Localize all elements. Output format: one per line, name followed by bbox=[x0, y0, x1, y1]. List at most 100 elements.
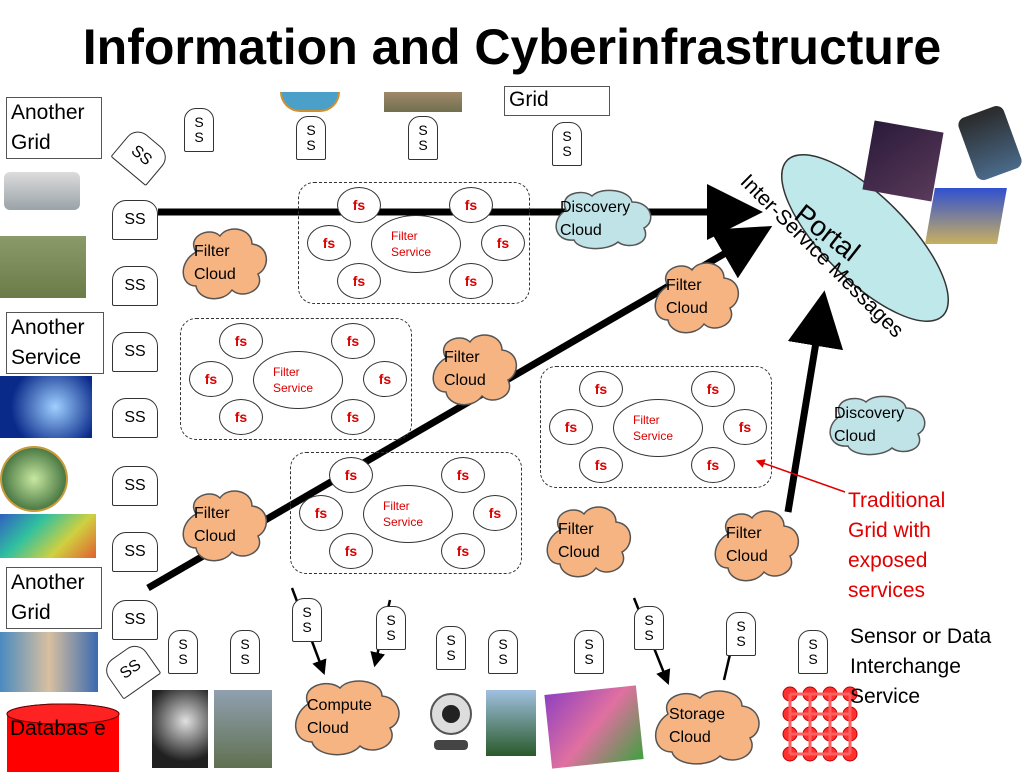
cloud-shape-icon bbox=[654, 262, 739, 334]
grass-field-image bbox=[0, 236, 86, 298]
another-grid-top: Another Grid bbox=[6, 97, 102, 159]
fs-node[interactable]: fs bbox=[331, 323, 375, 359]
cloud-shape-icon bbox=[294, 680, 400, 756]
fs-node[interactable]: fs bbox=[723, 409, 767, 445]
fs-node[interactable]: fs bbox=[329, 533, 373, 569]
filter-cloud[interactable]: Filter Cloud bbox=[176, 222, 272, 304]
discovery-cloud[interactable]: Discovery Cloud bbox=[822, 392, 934, 458]
telescope-image bbox=[214, 690, 272, 768]
discovery-cloud-label: Discovery Cloud bbox=[560, 199, 631, 239]
filter-service-center[interactable]: Filter Service bbox=[363, 485, 453, 543]
fs-node[interactable]: fs bbox=[337, 187, 381, 223]
ss-vertical-box[interactable]: S S bbox=[168, 630, 198, 674]
ss-vertical-box[interactable]: S S bbox=[634, 606, 664, 650]
ss-box[interactable]: SS bbox=[112, 600, 158, 640]
filter-service-group: fs fs fs fs fs fs Filter Service bbox=[298, 182, 530, 304]
traditional-grid-annotation: Traditional Grid with exposed services bbox=[848, 489, 946, 602]
fs-node[interactable]: fs bbox=[189, 361, 233, 397]
ss-vertical-box[interactable]: S S bbox=[552, 122, 582, 166]
storage-cloud[interactable]: Storage Cloud bbox=[648, 684, 766, 768]
filter-service-group: fs fs fs fs fs fs Filter Service bbox=[180, 318, 412, 440]
fs-node[interactable]: fs bbox=[219, 323, 263, 359]
ss-vertical-box[interactable]: S S bbox=[574, 630, 604, 674]
fs-node[interactable]: fs bbox=[363, 361, 407, 397]
compute-cloud-label: Compute Cloud bbox=[307, 697, 372, 737]
cloud-shape-icon bbox=[546, 506, 631, 578]
top-landscape-image bbox=[384, 92, 462, 112]
forest-tower-image bbox=[486, 690, 536, 756]
ss-vertical-box[interactable]: S S bbox=[798, 630, 828, 674]
fs-node[interactable]: fs bbox=[299, 495, 343, 531]
fs-node[interactable]: fs bbox=[329, 457, 373, 493]
fs-node[interactable]: fs bbox=[549, 409, 593, 445]
database-label: Databas e bbox=[10, 717, 106, 740]
ss-vertical-box[interactable]: S S bbox=[296, 116, 326, 160]
traditional-grid-group: fs fs fs fs fs fs Filter Service bbox=[540, 366, 772, 488]
ss-vertical-box[interactable]: S S bbox=[376, 606, 406, 650]
fs-node[interactable]: fs bbox=[579, 447, 623, 483]
network-diagram-image bbox=[544, 685, 644, 769]
ss-vertical-box[interactable]: S S bbox=[408, 116, 438, 160]
sensor-grid-image bbox=[780, 684, 860, 766]
ss-vertical-box[interactable]: S S bbox=[292, 598, 322, 642]
filter-cloud[interactable]: Filter Cloud bbox=[426, 328, 522, 410]
satellite-image bbox=[0, 446, 68, 512]
cloud-shape-icon bbox=[829, 395, 926, 456]
cloud-shape-icon bbox=[555, 189, 652, 250]
cloud-shape-icon bbox=[182, 490, 267, 562]
filter-cloud[interactable]: Filter Cloud bbox=[176, 484, 272, 566]
top-grid-partial-text: Grid bbox=[509, 88, 549, 111]
fs-node[interactable]: fs bbox=[481, 225, 525, 261]
filter-cloud-label: Filter Cloud bbox=[194, 243, 236, 283]
cloud-shape-icon bbox=[654, 690, 760, 765]
fs-node[interactable]: fs bbox=[691, 447, 735, 483]
filter-service-text: Filter Service bbox=[391, 229, 432, 259]
blue-grid-image bbox=[0, 376, 92, 438]
fs-node[interactable]: fs bbox=[691, 371, 735, 407]
fs-node[interactable]: fs bbox=[441, 457, 485, 493]
cloud-shape-icon bbox=[432, 334, 517, 406]
filter-cloud-label: Filter Cloud bbox=[444, 349, 486, 389]
fs-node[interactable]: fs bbox=[579, 371, 623, 407]
ss-vertical-box[interactable]: S S bbox=[436, 626, 466, 670]
person-photo-image bbox=[862, 120, 944, 202]
ss-vertical-box[interactable]: S S bbox=[726, 612, 756, 656]
filter-cloud-label: Filter Cloud bbox=[194, 505, 236, 545]
filter-service-center[interactable]: Filter Service bbox=[371, 215, 461, 273]
ss-vertical-box[interactable]: S S bbox=[488, 630, 518, 674]
fs-node[interactable]: fs bbox=[331, 399, 375, 435]
ss-box[interactable]: SS bbox=[112, 266, 158, 306]
fs-node[interactable]: fs bbox=[449, 187, 493, 223]
ss-box[interactable]: SS bbox=[112, 200, 158, 240]
fs-node[interactable]: fs bbox=[219, 399, 263, 435]
another-grid-bottom-text: Another Grid bbox=[11, 571, 85, 624]
filter-cloud[interactable]: Filter Cloud bbox=[540, 500, 636, 582]
compute-cloud[interactable]: Compute Cloud bbox=[288, 674, 406, 760]
cloud-shape-icon bbox=[714, 510, 799, 582]
fs-node[interactable]: fs bbox=[307, 225, 351, 261]
filter-service-center[interactable]: Filter Service bbox=[613, 399, 703, 457]
ss-box[interactable]: SS bbox=[112, 332, 158, 372]
filter-cloud-label: Filter Cloud bbox=[666, 277, 708, 317]
ss-box[interactable]: SS bbox=[112, 532, 158, 572]
ss-vertical-box[interactable]: S S bbox=[230, 630, 260, 674]
sensor-service-annotation: Sensor or Data Interchange Service bbox=[850, 625, 992, 708]
ss-vertical-box[interactable]: S S bbox=[184, 108, 214, 152]
fs-node[interactable]: fs bbox=[473, 495, 517, 531]
fs-node[interactable]: fs bbox=[337, 263, 381, 299]
filter-cloud[interactable]: Filter Cloud bbox=[708, 504, 804, 586]
cloud-shape-icon bbox=[182, 228, 267, 300]
another-grid-bottom: Another Grid bbox=[6, 567, 102, 629]
discovery-cloud[interactable]: Discovery Cloud bbox=[548, 186, 660, 252]
filter-service-text: Filter Service bbox=[273, 365, 314, 395]
filter-cloud[interactable]: Filter Cloud bbox=[648, 256, 744, 338]
moon-image bbox=[152, 690, 208, 768]
fs-node[interactable]: fs bbox=[449, 263, 493, 299]
filter-service-text: Filter Service bbox=[633, 413, 674, 443]
filter-service-group: fs fs fs fs fs fs Filter Service bbox=[290, 452, 522, 574]
ss-box[interactable]: SS bbox=[112, 466, 158, 506]
fs-node[interactable]: fs bbox=[441, 533, 485, 569]
filter-service-center[interactable]: Filter Service bbox=[253, 351, 343, 409]
ss-box[interactable]: SS bbox=[112, 398, 158, 438]
detector-image bbox=[0, 632, 98, 692]
